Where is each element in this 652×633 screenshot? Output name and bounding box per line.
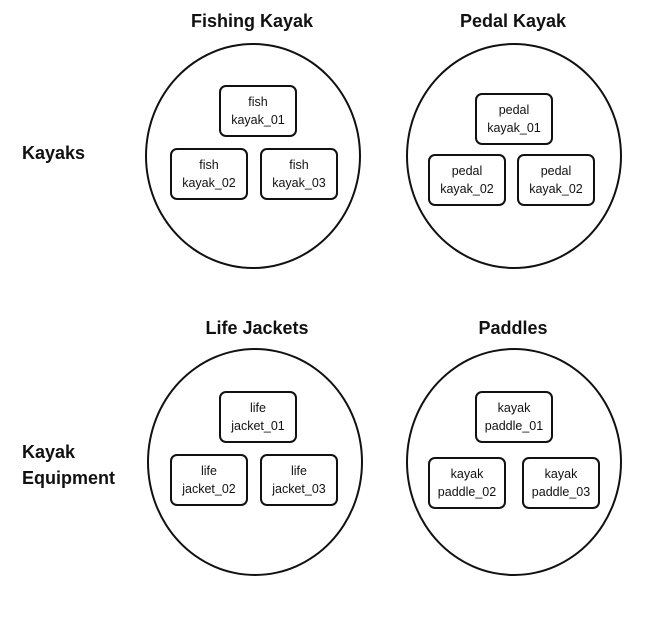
node-life-jacket-03: life jacket_03 <box>260 454 338 506</box>
row-label-kayaks: Kayaks <box>22 140 85 166</box>
node-line: kayak_02 <box>182 176 236 190</box>
group-title-pedal-kayak: Pedal Kayak <box>459 11 567 31</box>
group-title-paddles: Paddles <box>478 318 548 338</box>
group-circle-pedal-kayak <box>406 43 622 269</box>
group-circle-life-jackets <box>147 348 363 576</box>
node-line: kayak <box>544 467 578 481</box>
node-line: life <box>250 401 266 415</box>
node-line: kayak_01 <box>231 113 285 127</box>
node-kayak-paddle-02: kayak paddle_02 <box>428 457 506 509</box>
node-line: life <box>201 464 217 478</box>
node-life-jacket-01: life jacket_01 <box>219 391 297 443</box>
node-fish-kayak-01: fish kayak_01 <box>219 85 297 137</box>
node-pedal-kayak-01: pedal kayak_01 <box>475 93 553 145</box>
group-circle-fishing-kayak <box>145 43 361 269</box>
node-life-jacket-02: life jacket_02 <box>170 454 248 506</box>
node-line: jacket_02 <box>182 482 236 496</box>
row-label-line: Equipment <box>22 468 115 488</box>
node-line: jacket_01 <box>231 419 285 433</box>
node-line: jacket_03 <box>272 482 326 496</box>
group-title-fishing-kayak: Fishing Kayak <box>190 11 314 31</box>
row-label-line: Kayaks <box>22 143 86 163</box>
node-line: pedal <box>451 164 483 178</box>
node-kayak-paddle-01: kayak paddle_01 <box>475 391 553 443</box>
node-kayak-paddle-03: kayak paddle_03 <box>522 457 600 509</box>
node-line: kayak_03 <box>272 176 326 190</box>
node-line: fish <box>248 95 268 109</box>
node-line: kayak <box>497 401 531 415</box>
node-fish-kayak-02: fish kayak_02 <box>170 148 248 200</box>
node-line: fish <box>199 158 219 172</box>
node-line: paddle_03 <box>531 485 591 499</box>
node-line: kayak_02 <box>440 182 494 196</box>
row-label-kayak-equipment: Kayak Equipment <box>22 439 115 491</box>
node-line: paddle_01 <box>484 419 544 433</box>
node-line: pedal <box>498 103 530 117</box>
node-line: pedal <box>540 164 572 178</box>
row-label-line: Kayak <box>22 442 76 462</box>
node-pedal-kayak-02b: pedal kayak_02 <box>517 154 595 206</box>
node-line: paddle_02 <box>437 485 497 499</box>
node-fish-kayak-03: fish kayak_03 <box>260 148 338 200</box>
node-line: fish <box>289 158 309 172</box>
node-line: kayak_01 <box>487 121 541 135</box>
node-line: kayak_02 <box>529 182 583 196</box>
node-line: life <box>291 464 307 478</box>
node-pedal-kayak-02a: pedal kayak_02 <box>428 154 506 206</box>
group-circle-paddles <box>406 348 622 576</box>
group-title-life-jackets: Life Jackets <box>205 318 309 338</box>
node-line: kayak <box>450 467 484 481</box>
